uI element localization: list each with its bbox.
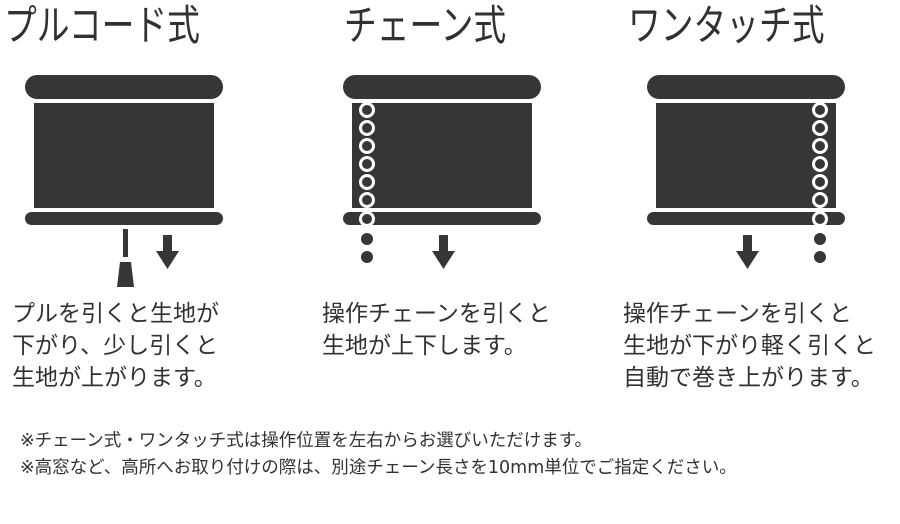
- title-pull-cord: プルコード式: [4, 1, 200, 50]
- head-rail: [343, 75, 541, 99]
- operation-graphics: [117, 102, 828, 287]
- pull-cord-icon: [117, 229, 134, 287]
- description-line: 操作チェーンを引くと: [322, 301, 551, 327]
- illustrations: [25, 75, 845, 287]
- note-line: ※高窓など、高所へお取り付けの際は、別途チェーン長さを10mm単位でご指定くださ…: [20, 458, 737, 478]
- chain-icon: [359, 102, 375, 263]
- chain-icon: [812, 102, 828, 263]
- blind-fabric: [352, 103, 532, 208]
- arrow-down-icon: [156, 235, 179, 269]
- blind-fabric: [656, 103, 836, 208]
- description-line: プルを引くと生地が: [12, 301, 219, 327]
- description-line: 自動で巻き上がります。: [623, 365, 874, 391]
- description-line: 下がり、少し引くと: [12, 333, 219, 359]
- arrow-down-icon: [432, 235, 455, 269]
- notes: ※チェーン式・ワンタッチ式は操作位置を左右からお選びいただけます。 ※高窓など、…: [20, 428, 737, 482]
- head-rail: [647, 75, 845, 99]
- arrow-down-icon: [736, 235, 759, 269]
- description-line: 生地が上下します。: [322, 333, 527, 359]
- note-line: ※チェーン式・ワンタッチ式は操作位置を左右からお選びいただけます。: [20, 431, 593, 451]
- blind-fabric: [34, 103, 214, 208]
- bottom-bar: [25, 212, 223, 225]
- title-one-touch: ワンタッチ式: [628, 1, 825, 50]
- description-one-touch: 操作チェーンを引くと 生地が下がり軽く引くと 自動で巻き上がります。: [623, 298, 876, 394]
- description-chain: 操作チェーンを引くと 生地が上下します。: [322, 298, 551, 362]
- description-line: 生地が上がります。: [12, 365, 217, 391]
- title-chain: チェーン式: [344, 1, 507, 50]
- description-line: 操作チェーンを引くと: [623, 301, 852, 327]
- bottom-bar: [647, 212, 845, 225]
- bottom-bar: [343, 212, 541, 225]
- description-line: 生地が下がり軽く引くと: [623, 333, 876, 359]
- head-rail: [25, 75, 223, 99]
- description-pull-cord: プルを引くと生地が 下がり、少し引くと 生地が上がります。: [12, 298, 219, 394]
